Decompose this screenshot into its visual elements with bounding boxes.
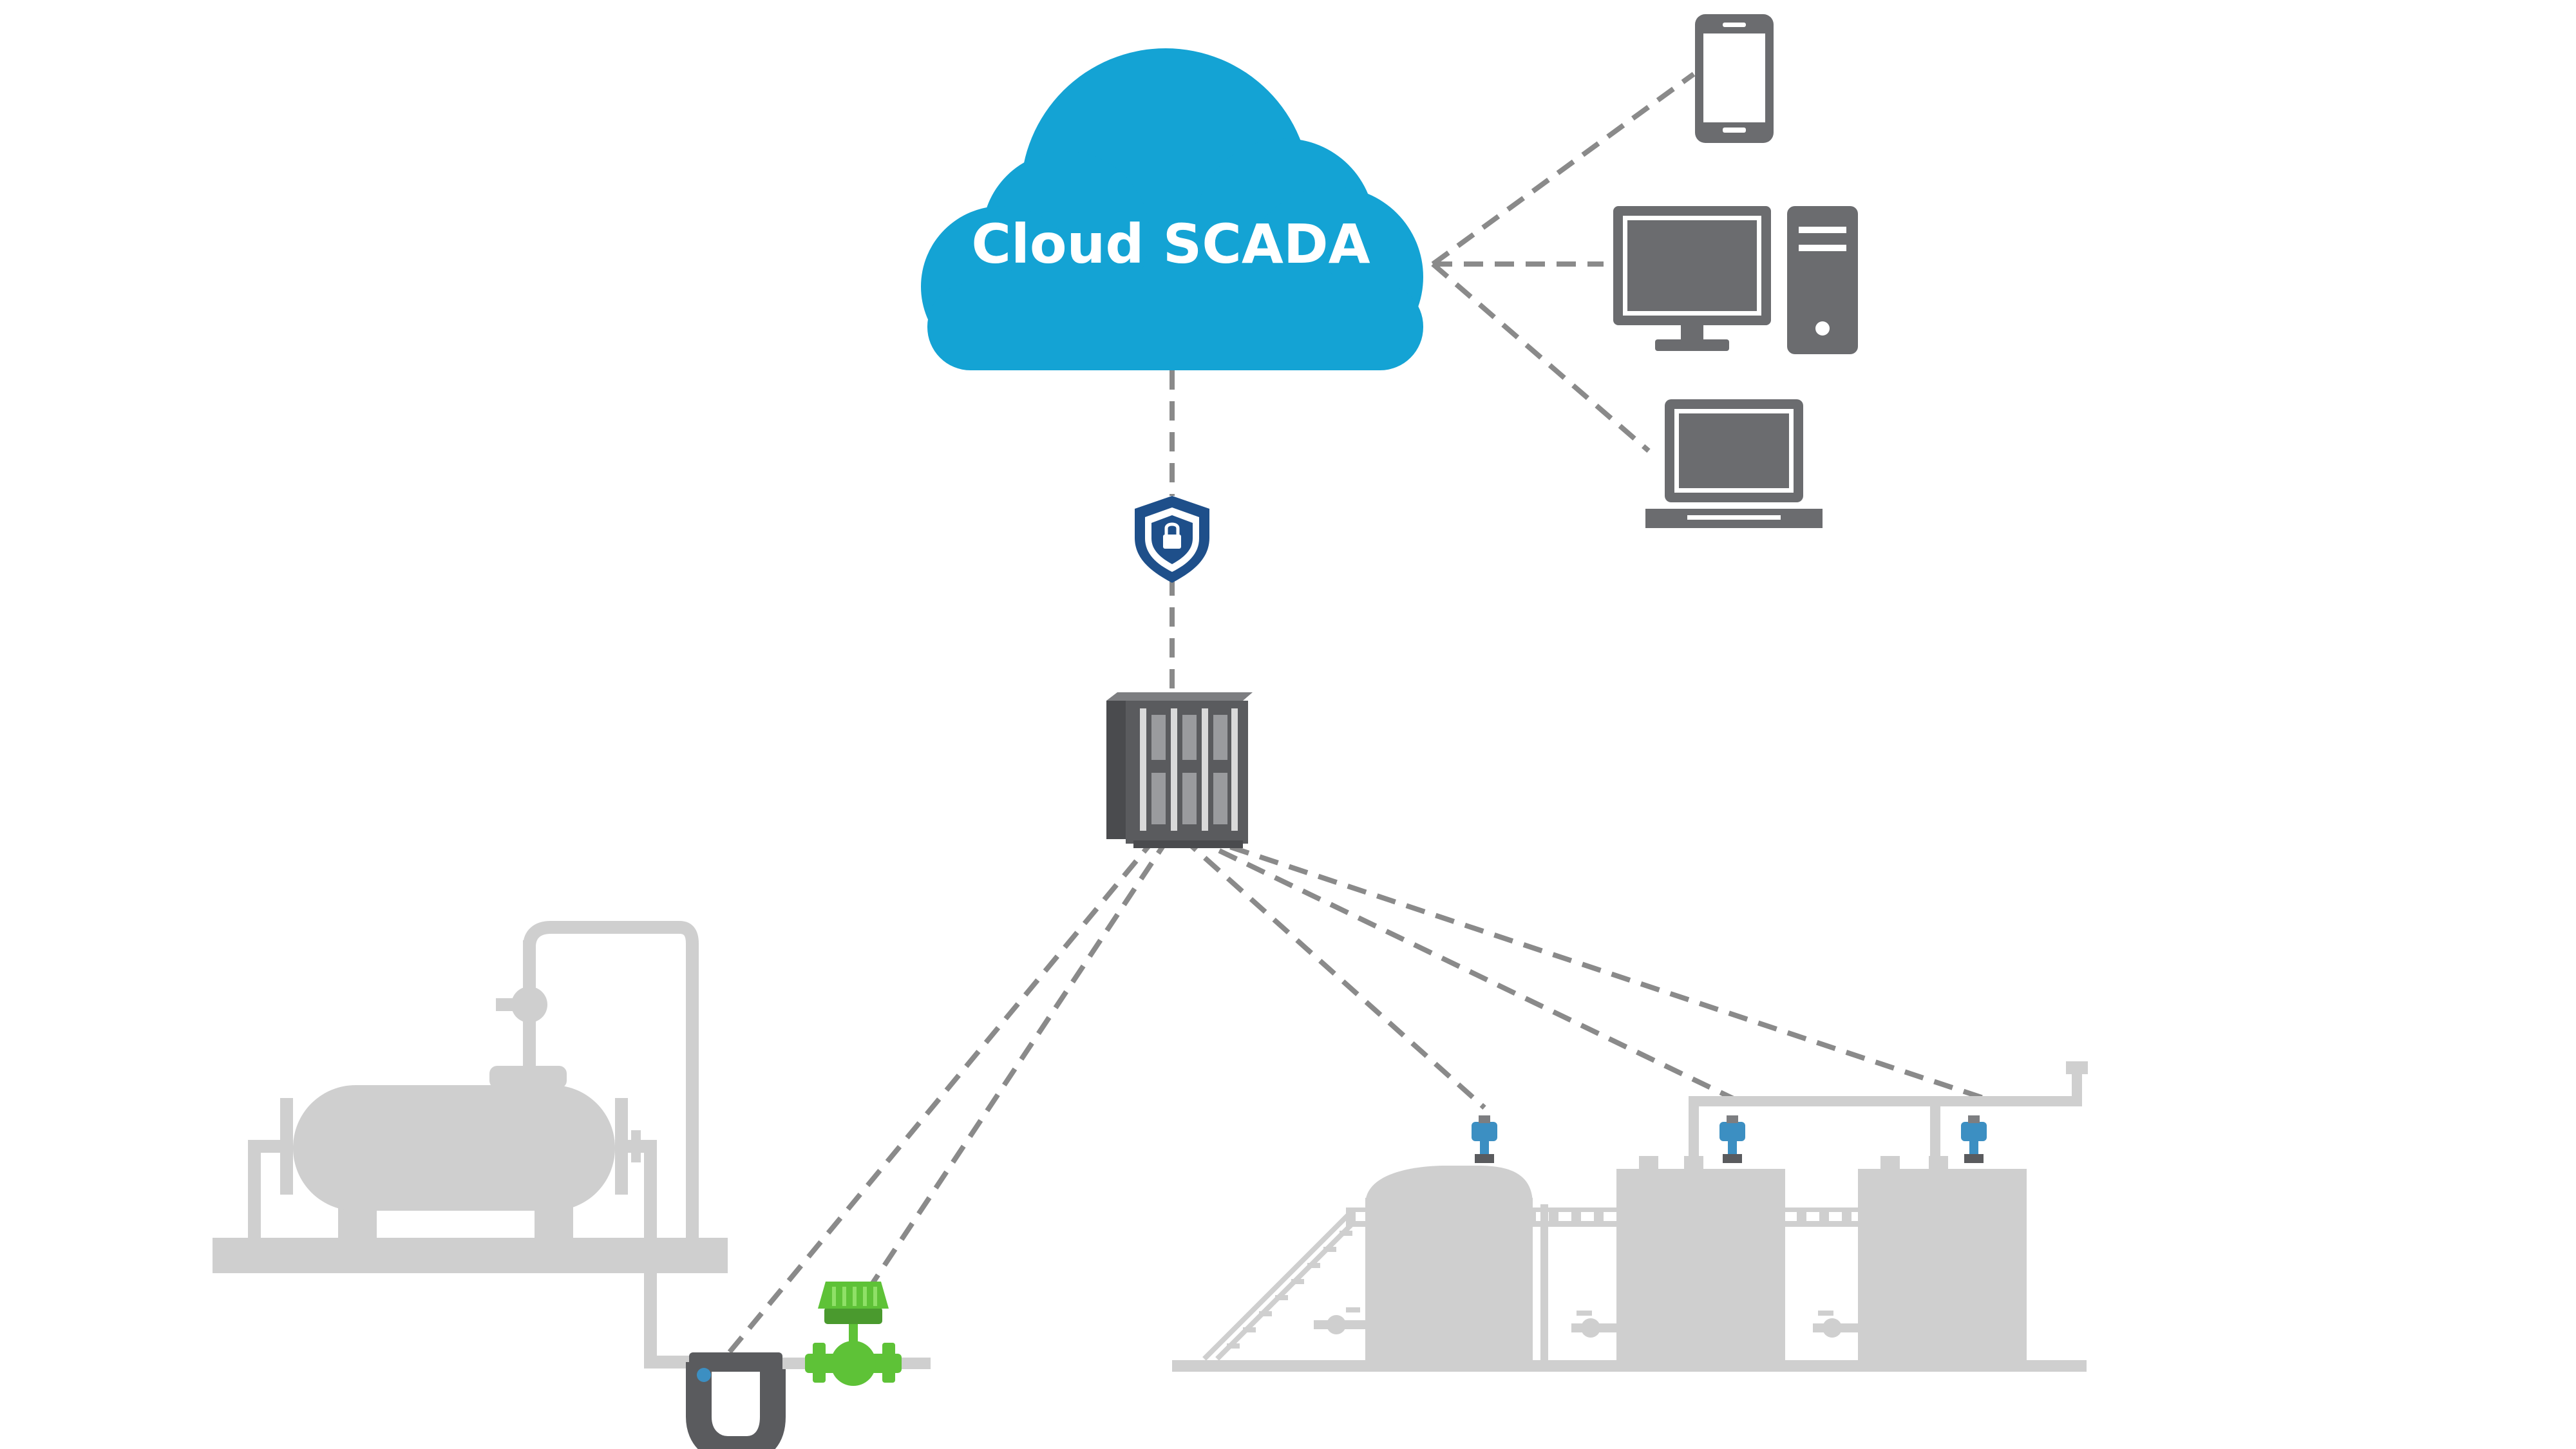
- cloud-to-phone-link: [1431, 71, 1696, 267]
- vertical-tank-icon: [1813, 1156, 2027, 1360]
- staircase: [1202, 1209, 1367, 1361]
- shield-lock-icon: [1135, 496, 1209, 583]
- tank3-transmitter: [1961, 1115, 1987, 1163]
- horizontal-tank-icon: [213, 921, 728, 1368]
- cloud-icon: [921, 48, 1423, 370]
- tank1-transmitter: [1472, 1115, 1497, 1163]
- gateway-to-flowmeter-link: [719, 835, 1159, 1364]
- pressure-transmitter-icon: [1472, 1115, 1987, 1163]
- ground-platform: [1172, 1360, 2087, 1372]
- desktop-computer-icon: [1613, 206, 1858, 354]
- coriolis-flowmeter-icon: [686, 1352, 811, 1449]
- vertical-tank-icon: [1314, 1166, 1548, 1360]
- cloud-label: Cloud SCADA: [971, 213, 1370, 276]
- gateway-to-valve-link: [854, 835, 1171, 1309]
- tank-farm: [1172, 1061, 2088, 1372]
- overhead-pipe: [1689, 1069, 2082, 1156]
- smartphone-icon: [1695, 14, 1774, 143]
- tank2-transmitter: [1719, 1115, 1745, 1163]
- gateway-to-tank1-transmitter-link: [1180, 835, 1486, 1110]
- cloud-scada-node: Cloud SCADA: [921, 48, 1423, 370]
- control-valve-icon: [805, 1282, 931, 1386]
- gateway-to-tank3-transmitter-link: [1200, 835, 1985, 1101]
- rtu-controller-icon: [1106, 692, 1253, 848]
- connector-lines: [719, 71, 1985, 1364]
- vertical-tank-icon: [1571, 1156, 1785, 1360]
- gateway-to-tank2-transmitter-link: [1190, 835, 1740, 1104]
- cloud-to-laptop-link: [1431, 261, 1651, 453]
- laptop-icon: [1645, 399, 1823, 528]
